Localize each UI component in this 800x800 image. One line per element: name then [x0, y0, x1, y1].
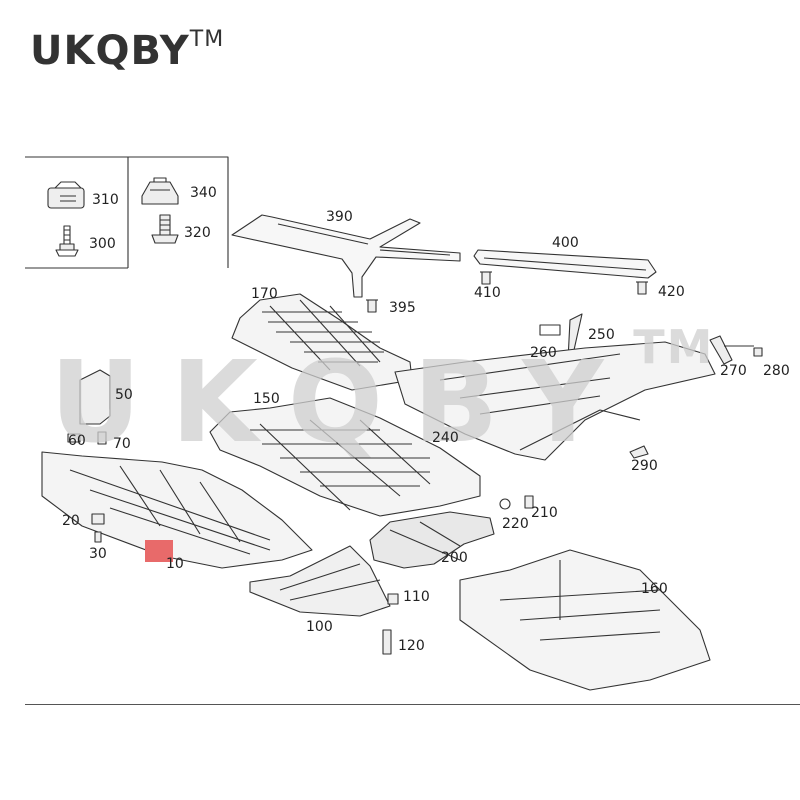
callout-395: 395 — [389, 300, 416, 316]
callout-220: 220 — [502, 516, 529, 532]
callout-390: 390 — [326, 209, 353, 225]
part-220-washer — [499, 498, 511, 510]
part-395-bolt — [366, 299, 378, 313]
part-420-bolt — [636, 281, 648, 295]
part-10-panel — [41, 451, 313, 569]
fastener-inset-box — [25, 156, 229, 268]
callout-50: 50 — [115, 387, 133, 403]
part-300-screw — [55, 225, 79, 257]
callout-270: 270 — [720, 363, 747, 379]
callout-240: 240 — [432, 430, 459, 446]
callout-290: 290 — [631, 458, 658, 474]
part-280-clip — [753, 347, 763, 357]
callout-210: 210 — [531, 505, 558, 521]
callout-320: 320 — [184, 225, 211, 241]
part-340-clip-nut — [141, 177, 179, 205]
callout-170: 170 — [251, 286, 278, 302]
highlight-marker — [145, 540, 173, 562]
part-170-panel — [231, 293, 413, 391]
part-100-shield — [249, 545, 391, 617]
part-20-clip — [91, 513, 105, 525]
part-110-clip — [387, 593, 399, 605]
part-260-clip — [539, 324, 561, 336]
callout-120: 120 — [398, 638, 425, 654]
part-150-panel — [209, 397, 481, 517]
part-50-bracket — [79, 369, 111, 425]
callout-70: 70 — [113, 436, 131, 452]
callout-260: 260 — [530, 345, 557, 361]
callout-300: 300 — [89, 236, 116, 252]
part-290-clip — [629, 445, 649, 459]
callout-310: 310 — [92, 192, 119, 208]
part-240-panel — [394, 341, 716, 461]
part-70-bolt — [97, 431, 107, 445]
part-410-bolt — [480, 271, 492, 285]
callout-410: 410 — [474, 285, 501, 301]
callout-20: 20 — [62, 513, 80, 529]
brand-name: UKQBY — [30, 28, 190, 74]
part-120-screw — [382, 629, 392, 655]
callout-400: 400 — [552, 235, 579, 251]
callout-10: 10 — [166, 556, 184, 572]
callout-160: 160 — [641, 581, 668, 597]
brand-logo: UKQBYTM — [30, 26, 225, 74]
part-200-shield — [369, 511, 495, 569]
callout-340: 340 — [190, 185, 217, 201]
callout-200: 200 — [441, 550, 468, 566]
divider-line — [25, 704, 800, 705]
part-400-strut — [473, 249, 657, 279]
callout-60: 60 — [68, 433, 86, 449]
callout-110: 110 — [403, 589, 430, 605]
callout-420: 420 — [658, 284, 685, 300]
part-60-nut — [67, 433, 81, 443]
callout-280: 280 — [763, 363, 790, 379]
part-210-bolt — [524, 495, 534, 509]
callout-30: 30 — [89, 546, 107, 562]
callout-250: 250 — [588, 327, 615, 343]
brand-tm: TM — [189, 26, 225, 52]
part-30-screw — [94, 531, 102, 543]
part-160-panel — [459, 549, 711, 691]
part-310-clip-nut — [47, 181, 85, 209]
part-270-bracket — [709, 335, 754, 365]
callout-150: 150 — [253, 391, 280, 407]
part-320-bolt — [151, 214, 179, 244]
callout-100: 100 — [306, 619, 333, 635]
part-390-strut — [231, 214, 461, 298]
